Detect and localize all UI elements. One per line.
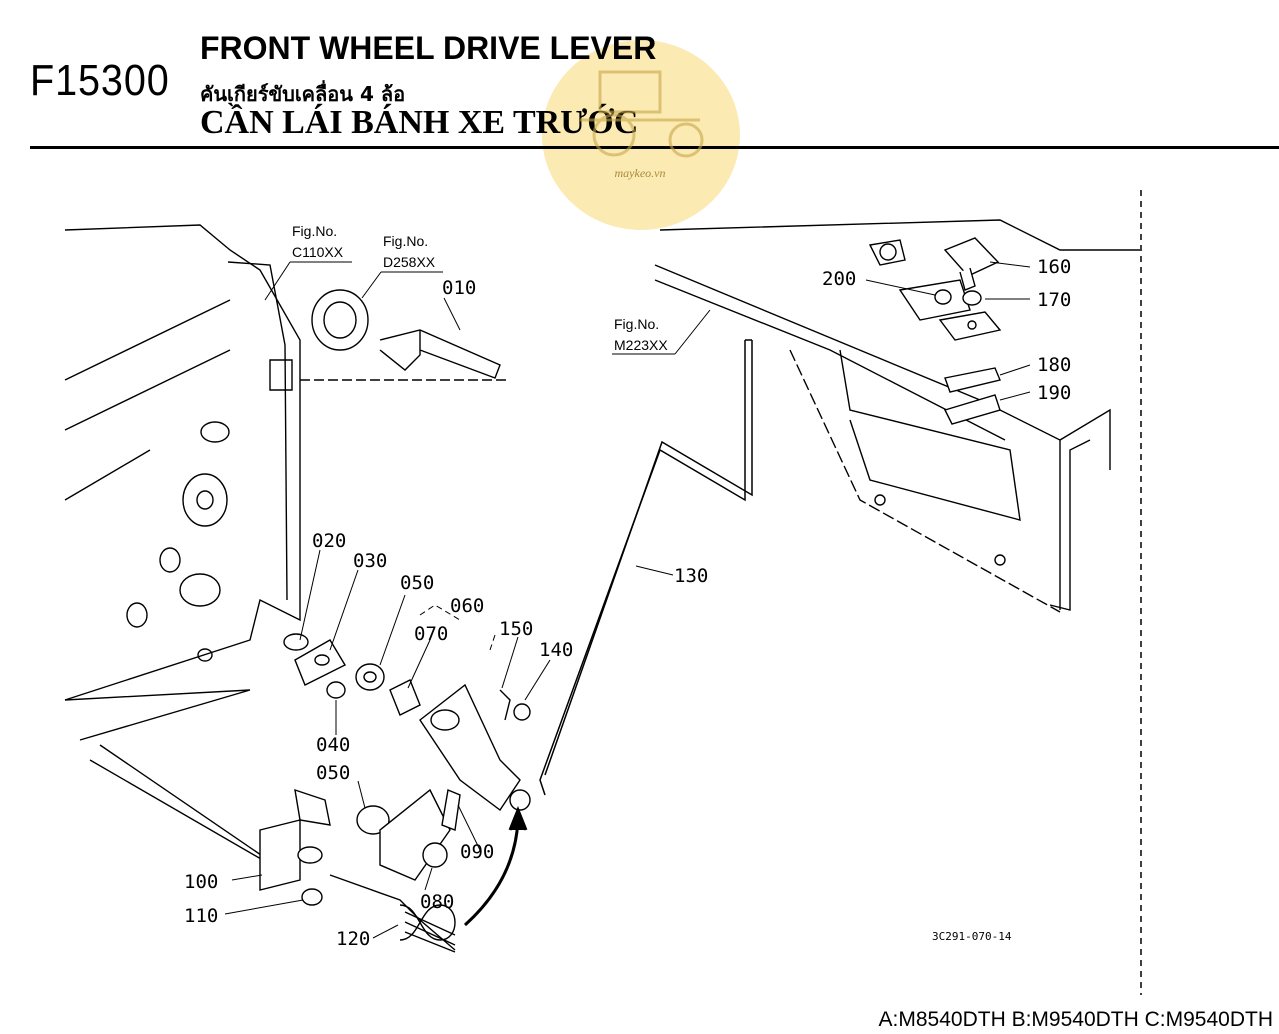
part-010-shaft bbox=[300, 289, 510, 381]
fender-panel bbox=[654, 219, 1140, 613]
leader-lines bbox=[224, 261, 1031, 939]
figure-ref-c110xx: Fig.No. C110XX bbox=[264, 223, 352, 301]
svg-text:Fig.No.: Fig.No. bbox=[614, 316, 659, 332]
label-190: 190 bbox=[1037, 382, 1071, 404]
rotation-arrow bbox=[463, 805, 528, 927]
label-130: 130 bbox=[674, 565, 708, 587]
header-rule bbox=[30, 146, 1279, 149]
part-130-rod bbox=[539, 339, 753, 796]
svg-text:Fig.No.: Fig.No. bbox=[292, 223, 337, 239]
label-200: 200 bbox=[822, 268, 856, 290]
label-110: 110 bbox=[184, 905, 218, 927]
label-070: 070 bbox=[414, 623, 448, 645]
knob-assembly bbox=[934, 237, 1002, 425]
label-020: 020 bbox=[312, 530, 346, 552]
svg-text:M223XX: M223XX bbox=[614, 337, 668, 353]
label-170: 170 bbox=[1037, 289, 1071, 311]
label-100: 100 bbox=[184, 871, 218, 893]
label-030: 030 bbox=[353, 550, 387, 572]
label-160: 160 bbox=[1037, 256, 1071, 278]
title-vietnamese: CẦN LÁI BÁNH XE TRƯỚC bbox=[200, 104, 639, 141]
watermark-text: maykeo.vn bbox=[615, 166, 666, 180]
label-150: 150 bbox=[499, 618, 533, 640]
part-labels: 010 020 030 040 050 050 060 070 080 090 … bbox=[184, 256, 1071, 950]
label-050-b: 050 bbox=[316, 762, 350, 784]
lever-assembly bbox=[259, 633, 531, 951]
tractor-icon bbox=[580, 70, 704, 158]
label-050-a: 050 bbox=[400, 572, 434, 594]
svg-text:Fig.No.: Fig.No. bbox=[383, 233, 428, 249]
label-010: 010 bbox=[442, 277, 476, 299]
label-060: 060 bbox=[450, 595, 484, 617]
page-code: F15300 bbox=[30, 56, 170, 105]
label-180: 180 bbox=[1037, 354, 1071, 376]
label-140: 140 bbox=[539, 639, 573, 661]
title-english: FRONT WHEEL DRIVE LEVER bbox=[200, 30, 657, 66]
drawing-code: 3C291-070-14 bbox=[932, 930, 1012, 943]
title-thai: คันเกียร์ขับเคลื่อน 4 ล้อ bbox=[200, 82, 406, 106]
svg-text:C110XX: C110XX bbox=[292, 244, 344, 260]
figure-ref-d258xx: Fig.No. D258XX bbox=[361, 233, 443, 299]
transmission-housing bbox=[64, 224, 301, 871]
label-040: 040 bbox=[316, 734, 350, 756]
svg-text:D258XX: D258XX bbox=[383, 254, 436, 270]
part-120-spring bbox=[399, 904, 456, 953]
label-080: 080 bbox=[420, 891, 454, 913]
model-list: A:M8540DTH B:M9540DTH C:M9540DTH bbox=[878, 1008, 1273, 1031]
label-120: 120 bbox=[336, 928, 370, 950]
label-090: 090 bbox=[460, 841, 494, 863]
figure-ref-m223xx: Fig.No. M223XX bbox=[612, 309, 711, 355]
